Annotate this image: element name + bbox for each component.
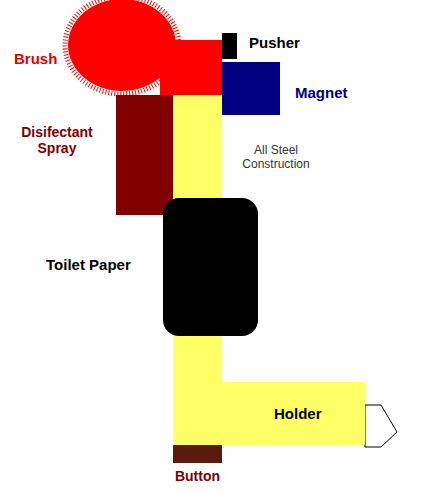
spray-can <box>116 95 173 215</box>
pusher-block <box>222 33 237 59</box>
push-button <box>173 445 222 463</box>
brush-head <box>68 0 176 91</box>
steel-arm <box>173 382 365 445</box>
part-label: All Steel Construction <box>234 144 318 172</box>
brush-handle <box>160 40 222 95</box>
part-label: Pusher <box>249 34 319 51</box>
holder-tip <box>365 405 397 447</box>
part-label: Button <box>160 468 235 484</box>
holder-arm: Holder <box>222 382 365 445</box>
toilet-paper-roll <box>163 198 258 336</box>
part-label: Brush <box>14 50 84 67</box>
part-label: Magnet <box>295 84 375 101</box>
part-name: Holder <box>274 405 322 422</box>
part-label: Toilet Paper <box>46 256 156 273</box>
part-label: Disifectant Spray <box>6 124 108 156</box>
magnet-block <box>222 62 280 115</box>
